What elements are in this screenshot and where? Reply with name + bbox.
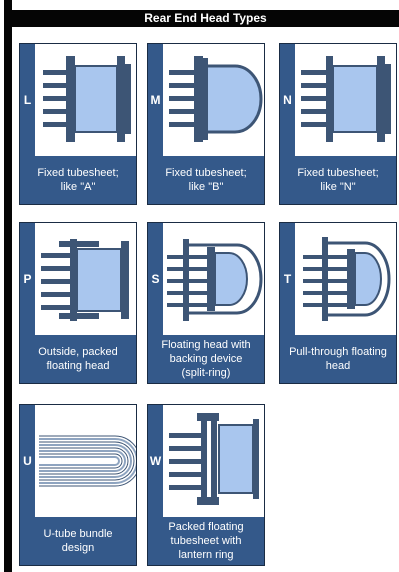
card-caption: Fixed tubesheet; like "B" (165, 167, 247, 193)
head-type-card-s[interactable]: S Floating head with backing device (spl… (147, 222, 265, 384)
type-letter: L (23, 93, 32, 107)
head-type-card-t[interactable]: T Pull-through floating head (279, 222, 397, 384)
type-letter: U (23, 454, 32, 468)
type-letter: W (149, 454, 162, 468)
fixed-tubesheet-b-diagram (169, 56, 263, 142)
head-type-card-n[interactable]: N Fixed tubesheet; like "N" (279, 43, 397, 205)
fixed-tubesheet-a-diagram (43, 56, 131, 142)
letter-stripe (280, 223, 295, 335)
split-ring-floating-head-diagram (167, 239, 263, 321)
letter-stripe (280, 44, 295, 156)
head-type-card-p[interactable]: P Outside, packed floating head (19, 222, 137, 384)
diagram-panel: L (20, 44, 136, 156)
section-title: Rear End Head Types (12, 10, 399, 27)
diagram-panel: S (148, 223, 264, 335)
letter-stripe (20, 405, 35, 517)
card-caption: U-tube bundle design (43, 528, 113, 554)
type-letter: M (150, 93, 161, 107)
card-caption: Packed floating tubesheet with lantern r… (168, 521, 244, 561)
u-tube-bundle-diagram (39, 435, 136, 487)
head-type-card-w[interactable]: W Packed floating tubesheet with lantern… (147, 404, 265, 566)
diagram-panel: M (148, 44, 264, 156)
head-type-card-m[interactable]: M Fixed tubesheet; like "B" (147, 43, 265, 205)
diagram-panel: T (280, 223, 396, 335)
packed-floating-tubesheet-lantern-ring-diagram (169, 413, 259, 505)
card-caption: Fixed tubesheet; like "A" (37, 167, 119, 193)
type-letter: T (283, 272, 292, 286)
type-letter: S (151, 272, 160, 286)
head-type-card-u[interactable]: U U-tube bundle design (19, 404, 137, 566)
card-caption: Outside, packed floating head (38, 346, 118, 372)
fixed-tubesheet-n-diagram (301, 56, 391, 142)
type-letter: P (23, 272, 32, 286)
left-frame-bar (4, 0, 12, 572)
diagram-panel: N (280, 44, 396, 156)
letter-stripe (148, 44, 163, 156)
diagram-panel: P (20, 223, 136, 335)
card-caption: Pull-through floating head (289, 346, 387, 372)
card-caption: Floating head with backing device (split… (161, 339, 251, 379)
letter-stripe (148, 405, 163, 517)
pull-through-floating-head-diagram (303, 237, 391, 321)
letter-stripe (20, 223, 35, 335)
diagram-panel: U (20, 405, 136, 517)
letter-stripe (148, 223, 163, 335)
card-caption: Fixed tubesheet; like "N" (297, 167, 379, 193)
type-letter: N (283, 93, 292, 107)
head-type-card-l[interactable]: L Fixed tubesheet; like "A" (19, 43, 137, 205)
letter-stripe (20, 44, 35, 156)
diagram-panel: W (148, 405, 264, 517)
outside-packed-floating-head-diagram (41, 239, 129, 321)
